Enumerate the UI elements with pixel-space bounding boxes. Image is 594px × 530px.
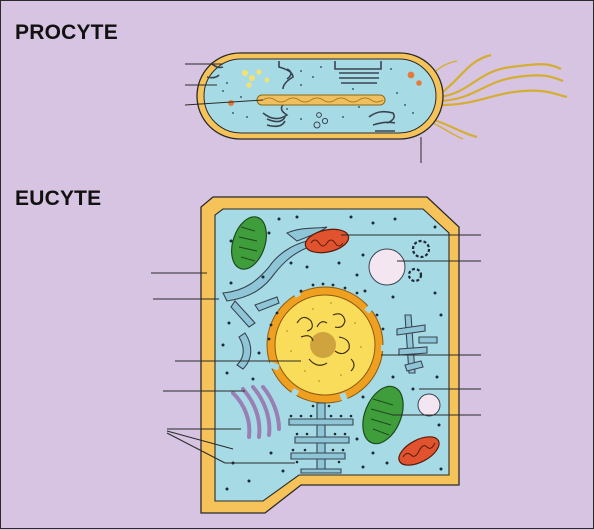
nucleolus <box>310 332 336 358</box>
eucyte-cell <box>151 197 481 513</box>
nucleoid <box>257 95 385 105</box>
procyte-cell <box>185 53 567 163</box>
flagella <box>431 55 567 137</box>
